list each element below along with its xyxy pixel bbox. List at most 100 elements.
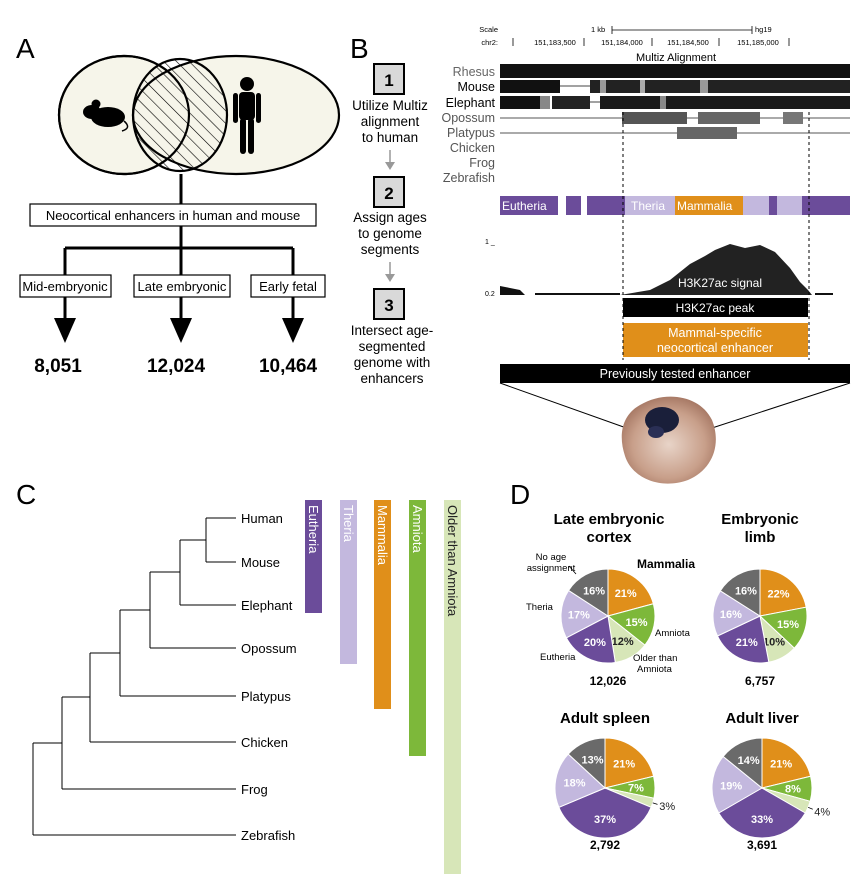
species-frog: Frog [469, 156, 495, 170]
pie-2-label-no-age-assignment: 16% [735, 585, 757, 597]
age-seg-theria [625, 196, 675, 215]
alignment-title: Multiz Alignment [636, 52, 716, 64]
species-zebrafish: Zebrafish [443, 171, 495, 185]
callout-older-2: Amniota [637, 664, 673, 675]
callout-no-age-2: assignment [527, 563, 576, 574]
stage-label-late: Late embryonic [138, 279, 227, 294]
pie-3-label-mammalia: 21% [613, 759, 635, 771]
age-bar-theria [340, 500, 357, 664]
panel-label-b: B [350, 33, 369, 64]
track-mouse [500, 80, 850, 93]
count-mid: 8,051 [34, 356, 82, 377]
step-1-box [373, 63, 405, 95]
tested-enhancer-bar [500, 364, 850, 383]
age-seg-eutheria-5 [802, 196, 850, 215]
stage-box-fetal [250, 274, 326, 298]
pie-3-title: Adult spleen [560, 710, 650, 727]
assembly-label: hg19 [755, 25, 772, 34]
age-label-eutheria: Eutheria [502, 199, 547, 213]
track-elephant [500, 96, 850, 109]
tree-leaf-opossum: Opossum [241, 641, 297, 656]
step-2-number: 2 [384, 184, 393, 203]
chrom-label: chr2: [481, 38, 498, 47]
age-seg-eutheria-2 [566, 196, 581, 215]
pie-1-slice-no-age-assignment [567, 568, 609, 617]
stage-box-late [133, 274, 231, 298]
pie-1-label-eutheria: 20% [584, 637, 606, 649]
species-labels: Rhesus Mouse Elephant Opossum Platypus C… [442, 65, 496, 185]
stage-box-mid [19, 274, 112, 298]
age-seg-eutheria-4 [769, 196, 777, 215]
age-bar-eutheria [305, 500, 322, 613]
step-1-line-3: to human [362, 130, 418, 145]
enhancers-label: Neocortical enhancers in human and mouse [46, 208, 300, 223]
callout-older-1: Older than [633, 653, 677, 664]
pie-1-label-theria: 17% [568, 610, 590, 622]
human-icon [233, 77, 261, 154]
pie-3-label-amniota: 7% [628, 783, 644, 795]
signal-label: H3K27ac signal [678, 276, 762, 290]
pie-1-slice-theria [560, 589, 609, 639]
overlap-region [131, 57, 229, 173]
step-3-line-4: enhancers [360, 371, 423, 386]
track-opossum [500, 112, 850, 124]
tree-leaf-human: Human [241, 511, 283, 526]
tree-leaf-zebrafish: Zebrafish [241, 828, 295, 843]
pie-callouts: No age assignment Mammalia Theria Amniot… [526, 552, 695, 675]
alignment-tracks [500, 64, 850, 139]
pie-4-slice-eutheria [718, 787, 806, 839]
step-2-line-2: to genome [358, 226, 422, 241]
pie-4-label-theria: 19% [720, 781, 742, 793]
step-3-number: 3 [384, 296, 393, 315]
pie-3-slice-no-age-assignment [567, 737, 606, 790]
enhancer-line-1: Mammal-specific [668, 326, 762, 340]
species-elephant: Elephant [446, 96, 496, 110]
enhancer-bar [623, 323, 808, 357]
pie-1-total: 12,026 [590, 674, 627, 688]
pie-2-label-older-than-amniota: 10% [763, 637, 785, 649]
h3k27ac-peak-bar [623, 298, 808, 317]
age-track: Eutheria Theria Mammalia [500, 196, 850, 215]
phylogenetic-tree [32, 517, 236, 836]
pie-3-slice-eutheria [558, 787, 652, 839]
step-2-box [373, 176, 405, 208]
pie-4-label-no-age-assignment: 14% [738, 755, 760, 767]
stage-label-fetal: Early fetal [259, 279, 317, 294]
pie-4-title: Adult liver [725, 710, 799, 727]
mouse-icon [83, 99, 129, 132]
pie-3-label-theria: 18% [563, 778, 585, 790]
track-rhesus [500, 64, 850, 78]
age-bar-label-mammalia: Mammalia [375, 505, 390, 566]
pie-2-label-theria: 16% [720, 609, 742, 621]
pie-3-label-older-than-amniota: 3% [659, 801, 675, 813]
pie-4-slice-no-age-assignment [722, 737, 763, 790]
age-bar-label-theria: Theria [341, 505, 356, 543]
tree-leaf-chicken: Chicken [241, 735, 288, 750]
signal-peak-shape [620, 244, 812, 295]
pie-charts: 21%15%12%20%17%16%22%15%10%21%16%16%21%7… [554, 568, 830, 839]
step-2-line-3: segments [361, 242, 420, 257]
pie-1-label-no-age-assignment: 16% [583, 585, 605, 597]
age-seg-eutheria-1 [500, 196, 558, 215]
tree-leaf-elephant: Elephant [241, 598, 293, 613]
age-label-theria: Theria [631, 199, 665, 213]
step-1-line-2: alignment [361, 114, 420, 129]
pie-2-slice-eutheria [716, 615, 770, 664]
panel-label-a: A [16, 33, 35, 64]
pie-4-label-older-than-amniota: 4% [814, 807, 830, 819]
panel-label-d: D [510, 479, 530, 510]
step-3-line-3: genome with [354, 355, 431, 370]
coord-4: 151,185,000 [737, 38, 779, 47]
pie-3-slice-theria [554, 753, 606, 808]
tested-enhancer-label: Previously tested enhancer [600, 367, 751, 381]
pie-4-label-eutheria: 33% [751, 814, 773, 826]
species-platypus: Platypus [447, 126, 495, 140]
age-bar-label-eutheria: Eutheria [306, 505, 321, 554]
age-bars: Eutheria Theria Mammalia Amniota Older t… [305, 500, 461, 874]
pie-totals: 12,026 6,757 2,792 3,691 [590, 674, 778, 852]
signal-ymax: 1 _ [485, 239, 495, 246]
age-bar-older [444, 500, 461, 874]
pie-2-title-line-2: limb [745, 529, 776, 546]
pie-2-label-eutheria: 21% [736, 637, 758, 649]
age-bar-mammalia [374, 500, 391, 709]
